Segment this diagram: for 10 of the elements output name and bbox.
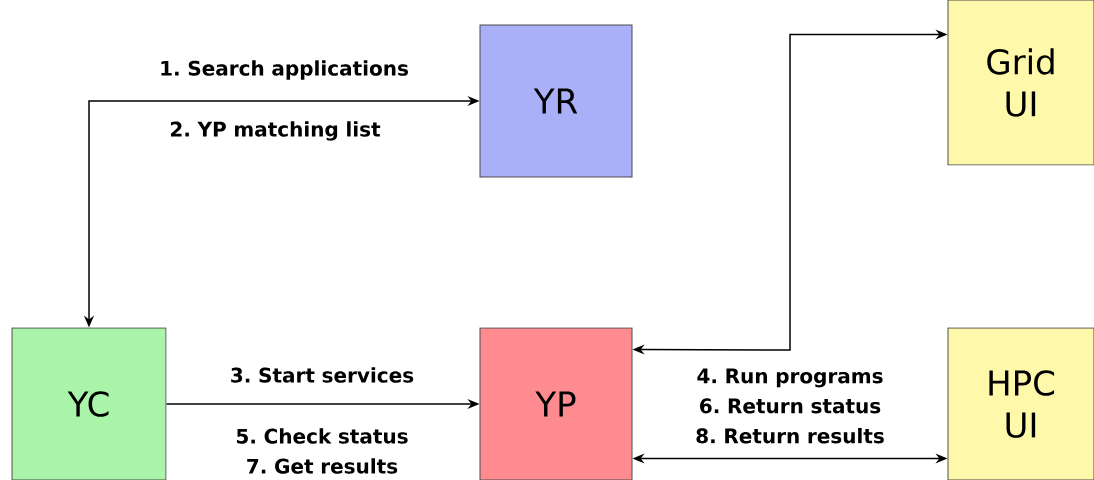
step-note: 5. Check status 7. Get results: [236, 428, 408, 474]
process-box: HPC UI: [947, 327, 1094, 480]
process-box: YC: [11, 327, 167, 480]
edge-label: 4. Run programs 6. Return status 8. Return results: [696, 368, 884, 444]
process-box: YP: [479, 327, 633, 480]
process-box: YR: [479, 24, 633, 178]
edge-label: 3. Start services: [231, 367, 414, 383]
process-box: Grid UI: [947, 0, 1094, 166]
edge-label: 1. Search applications: [161, 60, 408, 80]
step-note: 2. YP matching list: [170, 121, 381, 141]
